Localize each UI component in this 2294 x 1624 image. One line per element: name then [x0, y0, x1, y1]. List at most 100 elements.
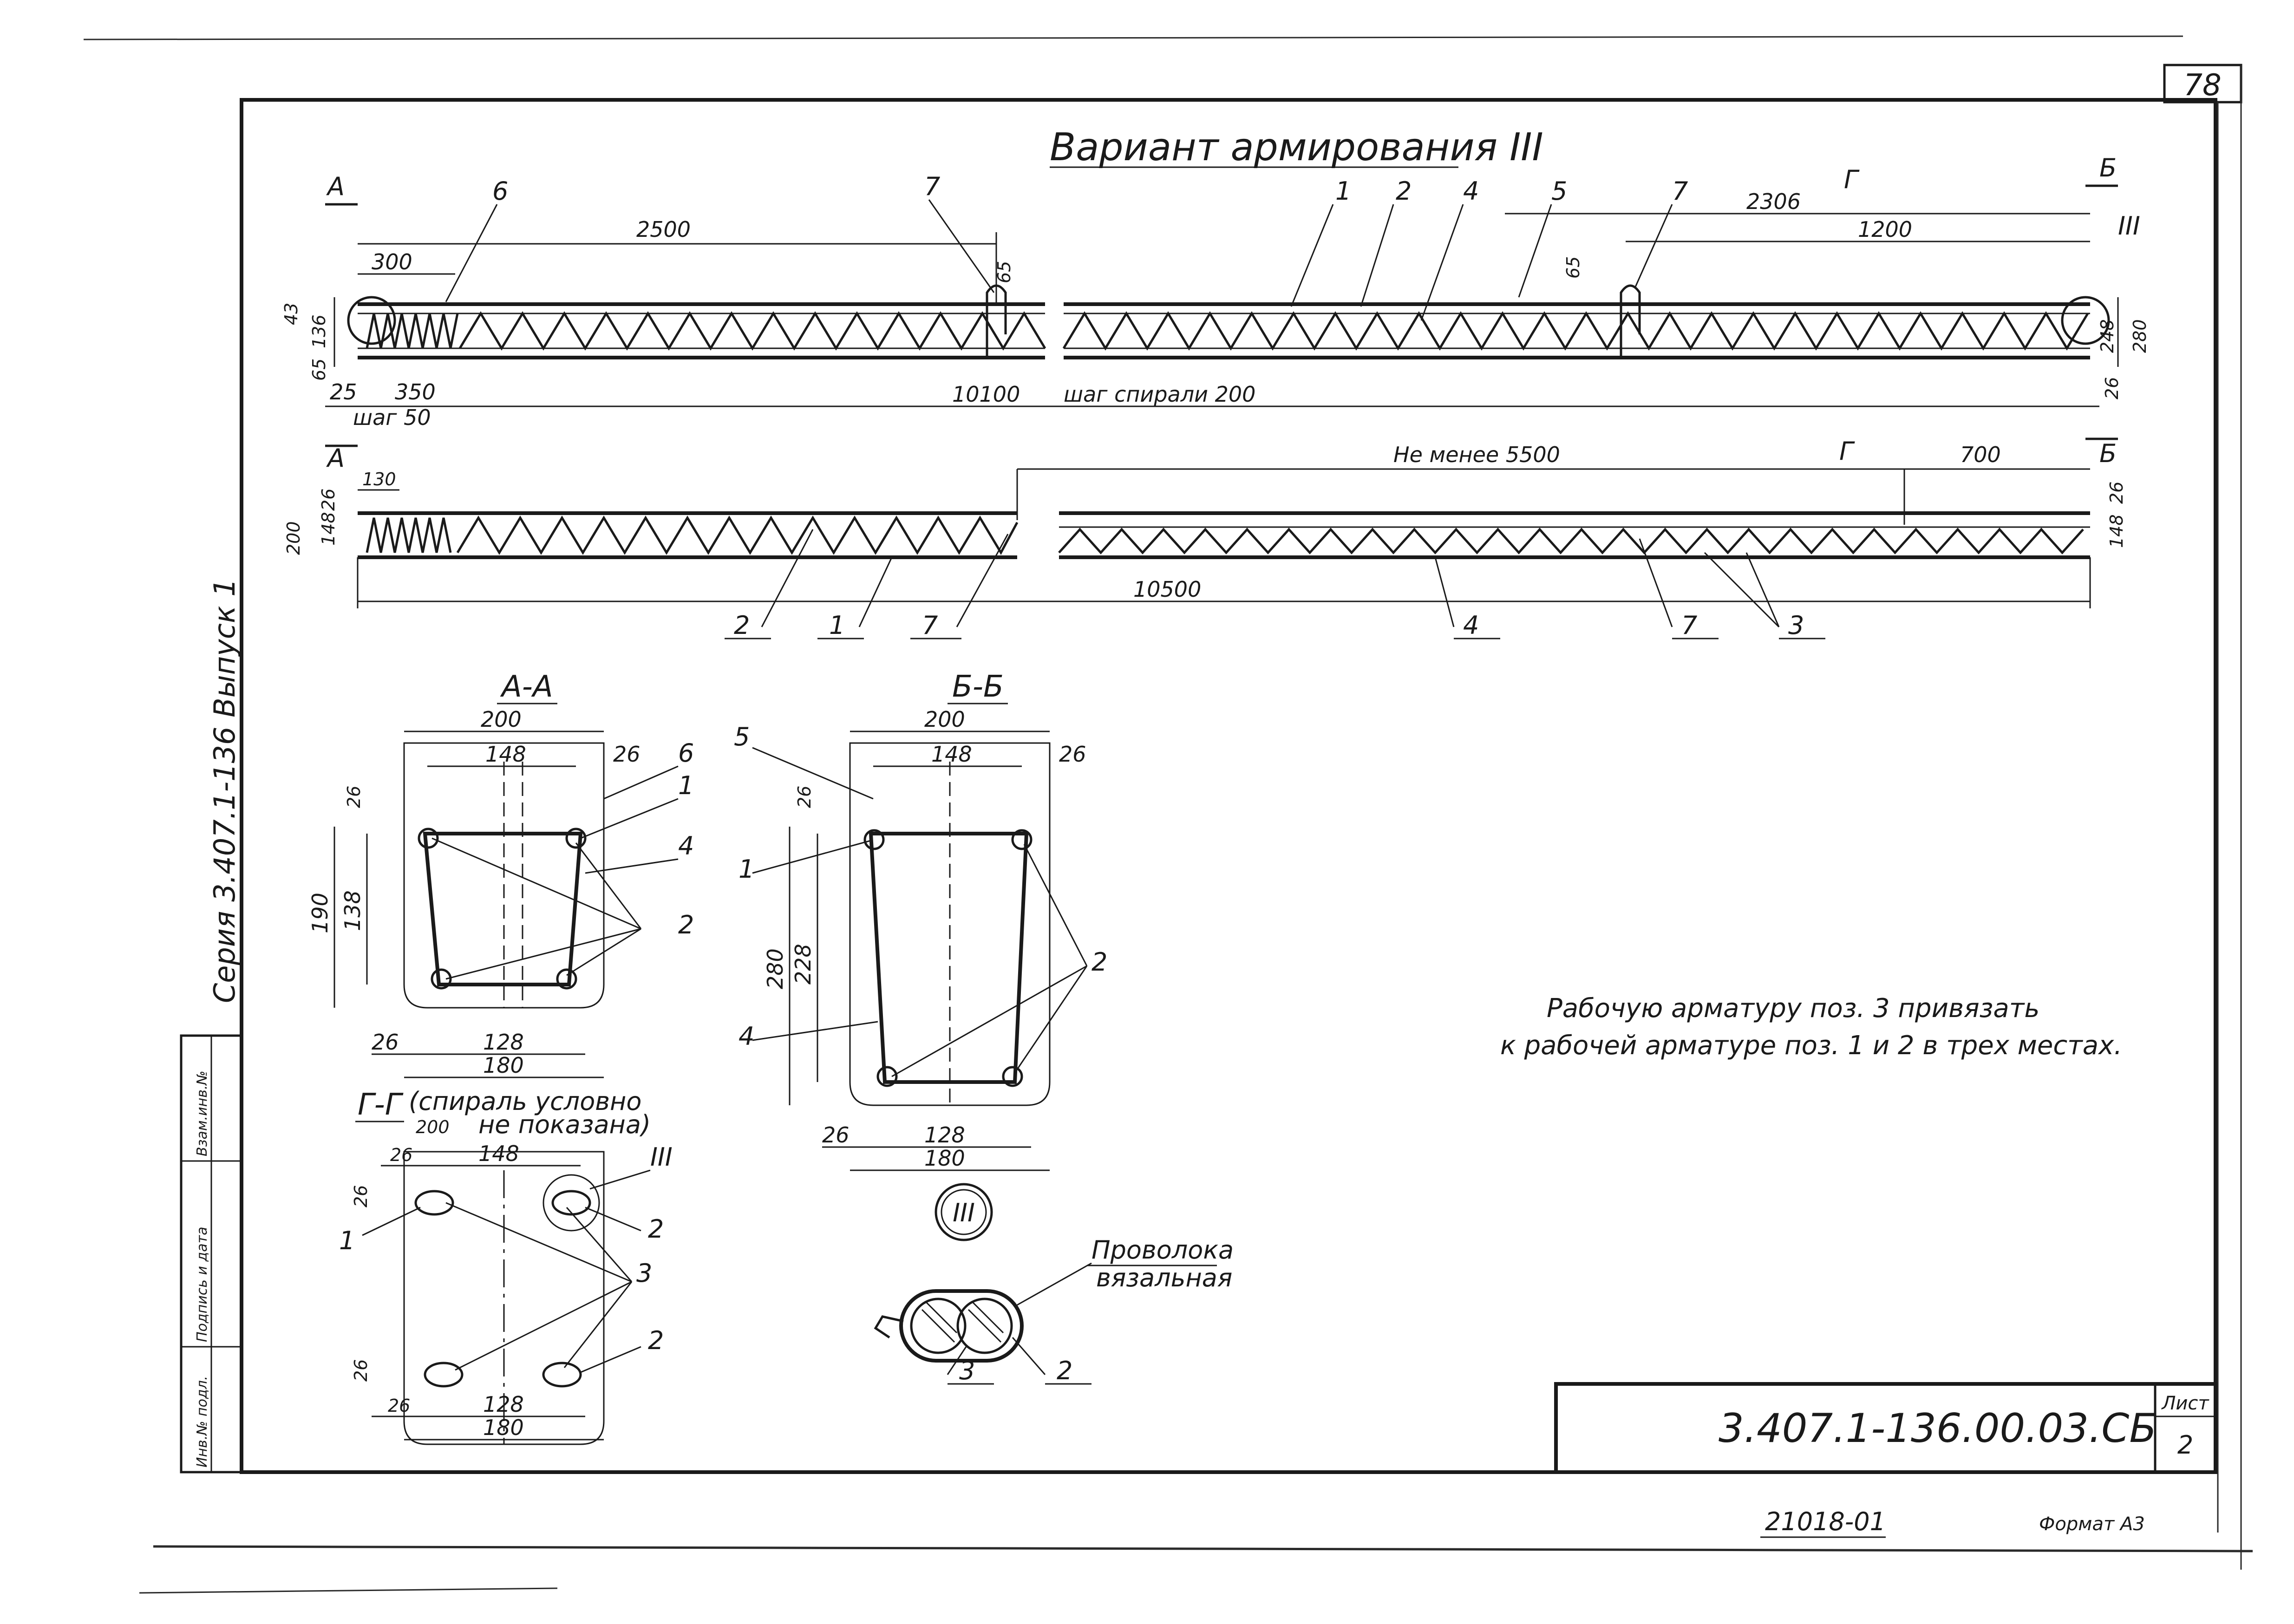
- dim-26-left: 26: [318, 489, 339, 511]
- dim-148-right: 148: [2106, 514, 2127, 548]
- dim-700: 700: [1960, 442, 2001, 467]
- AA-leader-4: 4: [678, 831, 694, 861]
- GG-dim-26-left-bottom: 26: [351, 1359, 371, 1382]
- step-50: шаг 50: [353, 405, 431, 430]
- section-GG-title: Г-Г: [358, 1088, 404, 1122]
- drawing-title: Вариант армирования III: [1050, 125, 1543, 170]
- leader-7-bottom-right: 7: [1681, 611, 1697, 640]
- note-line-2: к рабочей арматуре поз. 1 и 2 в трех мес…: [1500, 1030, 2122, 1061]
- leader-4-bottom: 4: [1463, 611, 1479, 640]
- GG-dim-26-top: 26: [390, 1145, 412, 1165]
- GG-dim-148: 148: [478, 1141, 519, 1166]
- dim-2500: 2500: [636, 217, 691, 242]
- document-code: 3.407.1-136.00.03.СБ: [1719, 1405, 2157, 1452]
- dim-10500: 10500: [1133, 577, 1201, 602]
- BB-dim-128: 128: [924, 1122, 965, 1148]
- dim-65-left: 65: [994, 261, 1014, 283]
- dim-2306: 2306: [1746, 189, 1801, 214]
- BB-dim-228: 228: [791, 944, 816, 985]
- AA-dim-200: 200: [481, 707, 522, 732]
- AA-dim-26-bottom: 26: [372, 1030, 399, 1055]
- detail-wire-line2: вязальная: [1096, 1263, 1232, 1292]
- BB-leader-1: 1: [739, 854, 754, 884]
- dim-300: 300: [372, 249, 412, 274]
- title-block: 3.407.1-136.00.03.СБ Лист 2: [1554, 1382, 2217, 1474]
- section-BB-title: Б-Б: [952, 670, 1004, 704]
- dim-43: 43: [281, 303, 301, 325]
- section-GG-subtitle-2: не показана): [478, 1110, 651, 1139]
- dim-280: 280: [2130, 319, 2150, 353]
- dim-65-right: 65: [1563, 256, 1583, 279]
- GG-dim-26-bottom: 26: [388, 1396, 410, 1416]
- series-label: Серия 3.407.1-136 Выпуск 1: [208, 578, 242, 1003]
- AA-leader-1: 1: [678, 771, 694, 800]
- leader-7-right: 7: [1672, 176, 1688, 206]
- dim-248: 248: [2097, 319, 2118, 353]
- dim-136: 136: [309, 314, 329, 348]
- dim-65-left-vert: 65: [309, 359, 329, 381]
- AA-dim-148: 148: [485, 742, 526, 767]
- AA-leader-6: 6: [678, 738, 694, 768]
- dim-26-right: 26: [2106, 482, 2127, 504]
- AA-dim-128: 128: [483, 1030, 524, 1055]
- detail-leader-2: 2: [1057, 1356, 1072, 1385]
- dim-25: 25: [330, 379, 357, 404]
- BB-leader-2: 2: [1091, 947, 1107, 977]
- BB-dim-26-top: 26: [794, 786, 815, 808]
- leader-3-bottom: 3: [1788, 611, 1804, 640]
- mark-B-bottom: Б: [2099, 439, 2117, 468]
- section-GG-subtitle-1: (спираль условно: [409, 1087, 641, 1116]
- BB-dim-200: 200: [924, 707, 965, 732]
- mark-III-top: III: [2118, 211, 2140, 241]
- sheet-corner-number: 78: [2183, 68, 2221, 103]
- section-AA: А-А 200 148 26 190 138 26 26 128 180 6 1…: [307, 670, 694, 1078]
- leader-5-top: 5: [1551, 176, 1567, 206]
- section-GG: Г-Г (спираль условно не показана) 200 26…: [339, 1087, 673, 1445]
- GG-leader-1: 1: [339, 1226, 355, 1255]
- format-label: Формат А3: [2039, 1513, 2145, 1535]
- BB-dim-180: 180: [924, 1146, 965, 1171]
- dim-26-top: 26: [2102, 377, 2122, 399]
- BB-dim-26-bottom: 26: [822, 1122, 850, 1148]
- GG-dim-26-left-top: 26: [351, 1185, 371, 1207]
- section-BB: Б-Б 200 148 26 280 228 26 26 128 180 5 1…: [734, 670, 1107, 1171]
- dim-10100: 10100: [952, 382, 1020, 407]
- mark-G-bottom: Г: [1839, 437, 1855, 466]
- BB-leader-4: 4: [739, 1022, 754, 1051]
- section-AA-title: А-А: [500, 670, 553, 704]
- leader-1-top: 1: [1335, 176, 1351, 206]
- elevation-bottom: Не менее 5500 700 130 10500 200 26 148 2…: [283, 437, 2127, 640]
- BB-dim-280: 280: [763, 948, 788, 989]
- dim-1200: 1200: [1858, 217, 1912, 242]
- AA-dim-138: 138: [340, 890, 365, 931]
- leader-7-left: 7: [924, 172, 940, 201]
- dim-148-left: 148: [318, 512, 339, 546]
- AA-dim-190: 190: [307, 893, 333, 933]
- spiral-step: шаг спирали 200: [1064, 382, 1255, 407]
- stamp-label-sign: Подпись и дата: [194, 1227, 210, 1343]
- stamp-label-replace: Взам.инв.№: [194, 1070, 210, 1156]
- leader-4-top: 4: [1463, 176, 1479, 206]
- sheet-value: 2: [2177, 1430, 2193, 1460]
- GG-dim-128: 128: [483, 1392, 524, 1417]
- detail-leader-3: 3: [959, 1356, 975, 1385]
- mark-A-bottom: А: [326, 444, 345, 473]
- GG-leader-2-bottom: 2: [648, 1326, 664, 1355]
- AA-leader-2: 2: [678, 910, 694, 939]
- GG-dim-180: 180: [483, 1415, 524, 1440]
- detail-wire-line1: Проволока: [1091, 1235, 1234, 1265]
- BB-dim-148: 148: [931, 742, 972, 767]
- GG-leader-2-top: 2: [648, 1214, 664, 1244]
- BB-leader-5: 5: [734, 722, 750, 751]
- stamp-label-inv: Инв.№ подл.: [194, 1376, 210, 1467]
- dim-130: 130: [362, 469, 396, 489]
- GG-dim-200: 200: [416, 1117, 450, 1137]
- left-margin: Серия 3.407.1-136 Выпуск 1 Инв.№ подл. П…: [180, 578, 243, 1474]
- leader-2-top: 2: [1396, 176, 1412, 206]
- mark-A-top: А: [326, 172, 345, 201]
- leader-7-bottom-left: 7: [922, 611, 938, 640]
- drawing-frame: 78: [83, 35, 2253, 1594]
- AA-dim-180: 180: [483, 1053, 524, 1078]
- inventory-code: 21018-01: [1765, 1507, 1886, 1536]
